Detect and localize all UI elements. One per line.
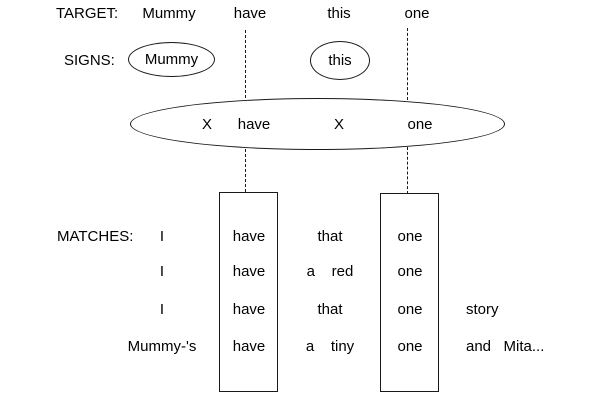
match-verb: have — [232, 228, 266, 245]
one-column-box — [380, 193, 439, 392]
match-object: one — [397, 338, 423, 355]
have-column-box — [219, 192, 278, 392]
target-label: TARGET: — [56, 5, 119, 22]
signs-label: SIGNS: — [64, 52, 115, 69]
sign-ellipse-mummy: Mummy — [128, 42, 215, 77]
target-word-this: this — [327, 5, 351, 22]
match-middle: a tiny — [305, 338, 355, 355]
match-subject: I — [159, 228, 165, 245]
sign-ellipse-mummy-text: Mummy — [144, 51, 199, 68]
dashed-line-have-upper — [245, 30, 246, 98]
match-object: one — [397, 263, 423, 280]
target-word-mummy: Mummy — [142, 5, 196, 22]
match-object: one — [397, 228, 423, 245]
match-middle: that — [317, 301, 343, 318]
match-verb: have — [232, 301, 266, 318]
match-object: one — [397, 301, 423, 318]
sign-ellipse-this-text: this — [328, 52, 352, 69]
pattern-word-x1: X — [201, 116, 213, 133]
match-subject: Mummy-'s — [127, 338, 197, 355]
sign-ellipse-this: this — [310, 41, 370, 80]
pattern-word-one: one — [407, 116, 433, 133]
match-middle: that — [317, 228, 343, 245]
target-word-have: have — [233, 5, 267, 22]
pattern-word-have: have — [237, 116, 271, 133]
matches-label: MATCHES: — [57, 228, 134, 245]
pattern-ellipse — [130, 98, 505, 150]
dashed-line-have-lower — [245, 149, 246, 192]
match-middle: a red — [306, 263, 354, 280]
pattern-word-x2: X — [333, 116, 345, 133]
match-verb: have — [232, 263, 266, 280]
match-verb: have — [232, 338, 266, 355]
match-subject: I — [159, 301, 165, 318]
target-word-one: one — [404, 5, 430, 22]
match-tail: and Mita... — [466, 338, 545, 355]
dashed-line-one-upper — [407, 28, 408, 100]
dashed-line-one-lower — [407, 147, 408, 194]
match-subject: I — [159, 263, 165, 280]
match-tail: story — [466, 301, 499, 318]
